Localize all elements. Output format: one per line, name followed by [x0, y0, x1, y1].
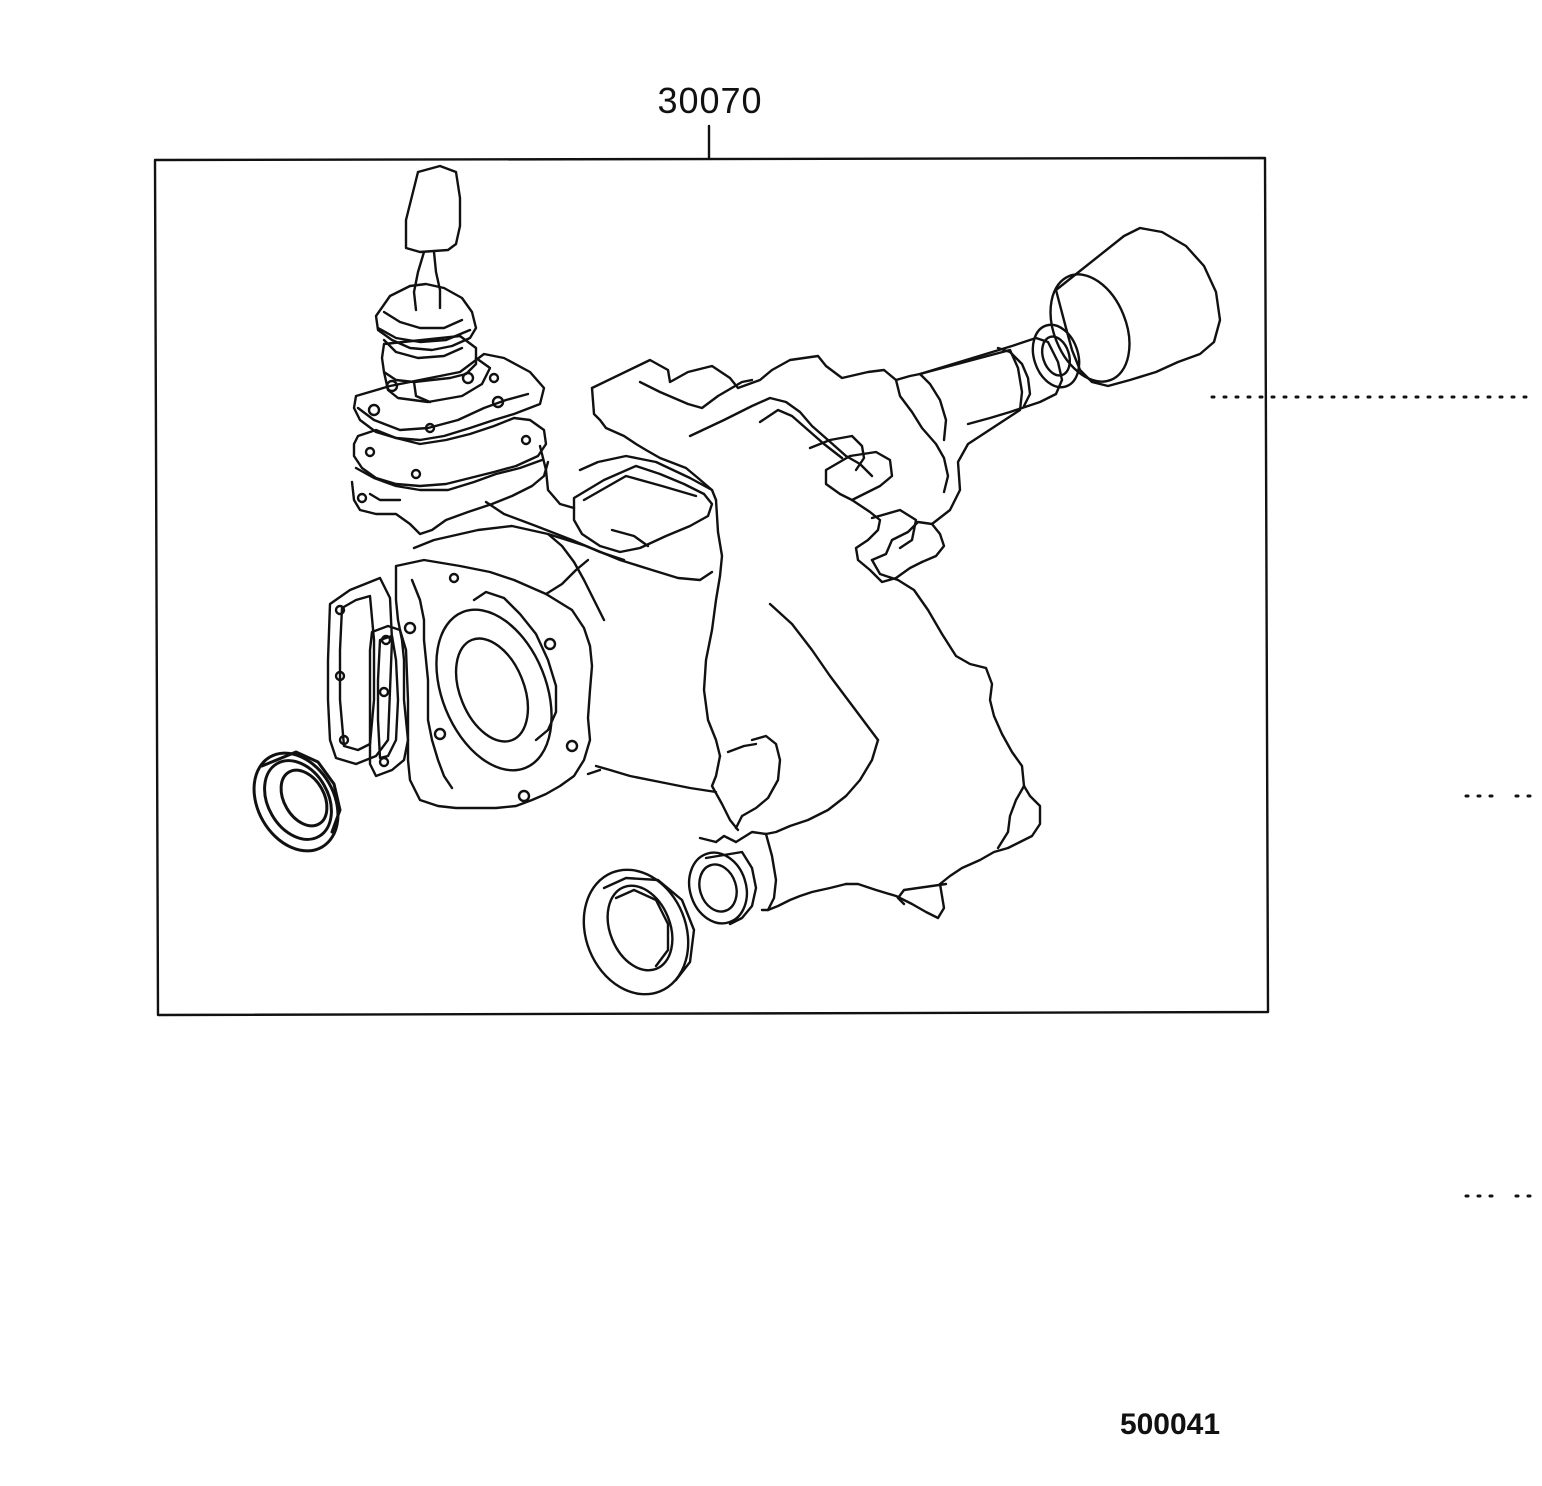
shift-boot-icon: [374, 282, 492, 404]
gasket-icon: [350, 352, 576, 536]
dotted-leader-lines: [1210, 395, 1532, 1198]
diagram-code-label: 500041: [1119, 1408, 1221, 1441]
transfer-case-assembly-icon: [394, 226, 1222, 926]
oil-seal-icon: [582, 868, 696, 996]
part-number-label[interactable]: 30070: [657, 80, 763, 121]
kit-frame: [153, 156, 1270, 1017]
gasket-icon: [326, 576, 410, 778]
oil-seal-icon: [252, 750, 342, 853]
shift-lever-icon: [404, 164, 462, 312]
